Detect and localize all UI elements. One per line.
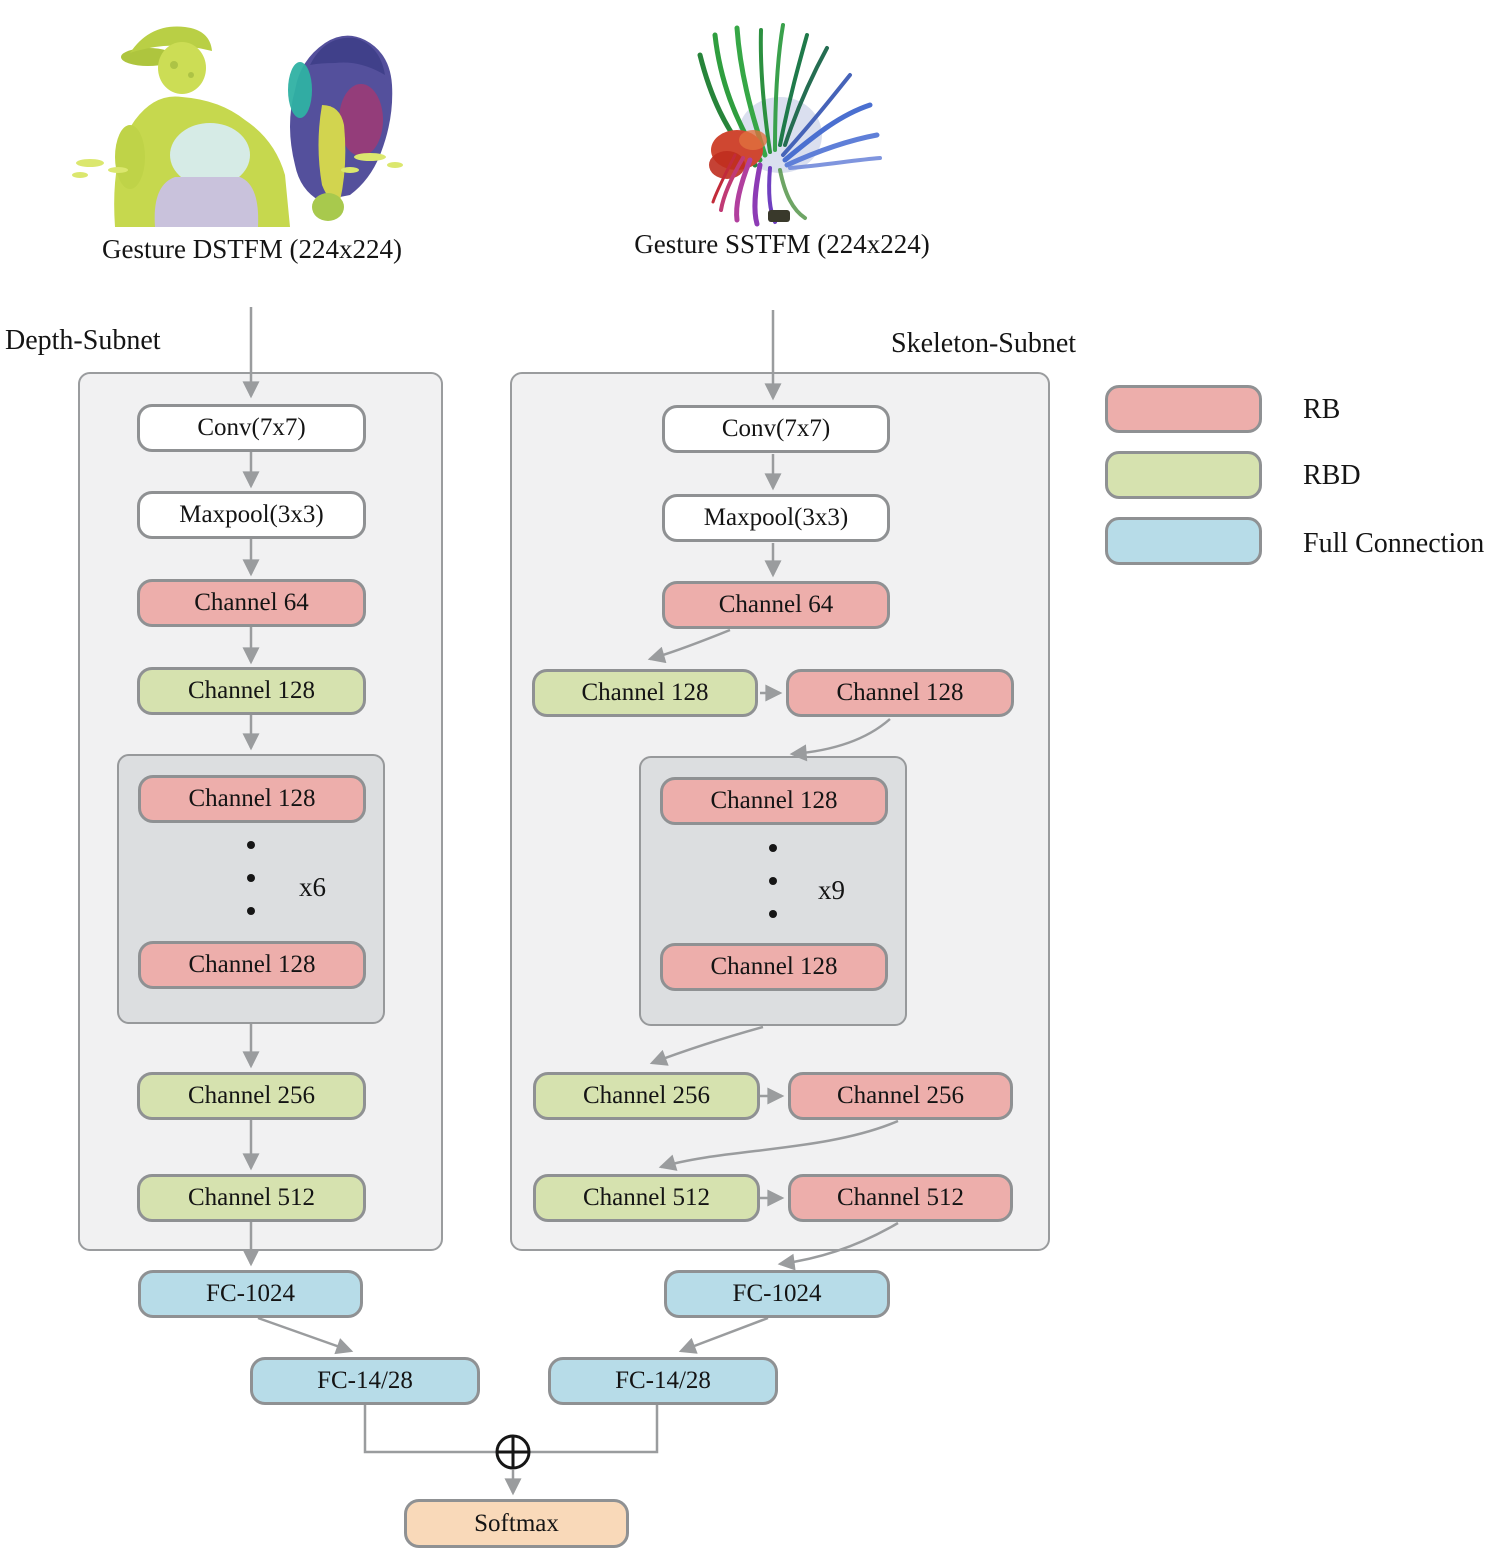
skeleton-channel64-node: Channel 64: [662, 581, 890, 629]
legend-swatch-full-connection: [1105, 517, 1262, 565]
skeleton-maxpool-node: Maxpool(3x3): [662, 494, 890, 542]
merge-lines: [363, 1405, 659, 1496]
depth-repeat-bottom-node: Channel 128: [138, 941, 366, 989]
legend-label-full-connection: Full Connection: [1303, 528, 1485, 559]
skeleton-channel256-rb-node: Channel 256: [788, 1072, 1013, 1120]
depth-repeat-count-label: x6: [299, 872, 326, 902]
legend-label-rbd: RBD: [1303, 460, 1361, 491]
depth-channel512-node: Channel 512: [137, 1174, 366, 1222]
depth-subnet-title: Depth-Subnet: [5, 325, 161, 356]
depth-maxpool-node: Maxpool(3x3): [137, 491, 366, 539]
skeleton-ellipsis-dot: [769, 910, 777, 918]
skeleton-image-caption: Gesture SSTFM (224x224): [634, 229, 930, 259]
depth-image-person-left: [114, 26, 290, 227]
skeleton-channel512-rbd-node: Channel 512: [533, 1174, 760, 1222]
depth-fc-output-node: FC-14/28: [250, 1357, 480, 1405]
skeleton-input-image: [697, 23, 882, 227]
skeleton-repeat-count-label: x9: [818, 875, 845, 905]
skeleton-image-purple-streaks: [711, 153, 807, 227]
legend-swatch-rb: [1105, 385, 1262, 433]
depth-image-ground-speckles: [72, 153, 403, 178]
skeleton-fc1024-node: FC-1024: [664, 1270, 890, 1318]
skeleton-channel256-rbd-node: Channel 256: [533, 1072, 760, 1120]
depth-conv-node: Conv(7x7): [137, 404, 366, 452]
depth-image-caption: Gesture DSTFM (224x224): [102, 234, 402, 264]
skeleton-channel128-rbd-node: Channel 128: [532, 669, 758, 717]
depth-fc1024-node: FC-1024: [138, 1270, 363, 1318]
skeleton-image-dark-patch: [768, 210, 790, 222]
depth-channel128-node: Channel 128: [137, 667, 366, 715]
depth-ellipsis-dot: [247, 907, 255, 915]
circled-plus-icon: [495, 1434, 531, 1470]
depth-ellipsis-dot: [247, 874, 255, 882]
depth-repeat-top-node: Channel 128: [138, 775, 366, 823]
skeleton-image-blue-streaks: [781, 73, 882, 170]
depth-channel64-node: Channel 64: [137, 579, 366, 627]
skeleton-ellipsis-dot: [769, 844, 777, 852]
skeleton-ellipsis-dot: [769, 877, 777, 885]
skeleton-subnet-title: Skeleton-Subnet: [891, 328, 1077, 359]
skeleton-repeat-top-node: Channel 128: [660, 777, 888, 825]
depth-ellipsis-dot: [247, 841, 255, 849]
depth-channel256-node: Channel 256: [137, 1072, 366, 1120]
legend-swatch-rbd: [1105, 451, 1262, 499]
skeleton-channel128-rb-node: Channel 128: [786, 669, 1014, 717]
skeleton-fc-output-node: FC-14/28: [548, 1357, 778, 1405]
legend-label-rb: RB: [1303, 394, 1341, 425]
skeleton-channel512-rb-node: Channel 512: [788, 1174, 1013, 1222]
skeleton-repeat-bottom-node: Channel 128: [660, 943, 888, 991]
skeleton-conv-node: Conv(7x7): [662, 405, 890, 453]
softmax-node: Softmax: [404, 1499, 629, 1548]
depth-input-image: [72, 26, 403, 227]
depth-image-person-right: [288, 35, 393, 221]
